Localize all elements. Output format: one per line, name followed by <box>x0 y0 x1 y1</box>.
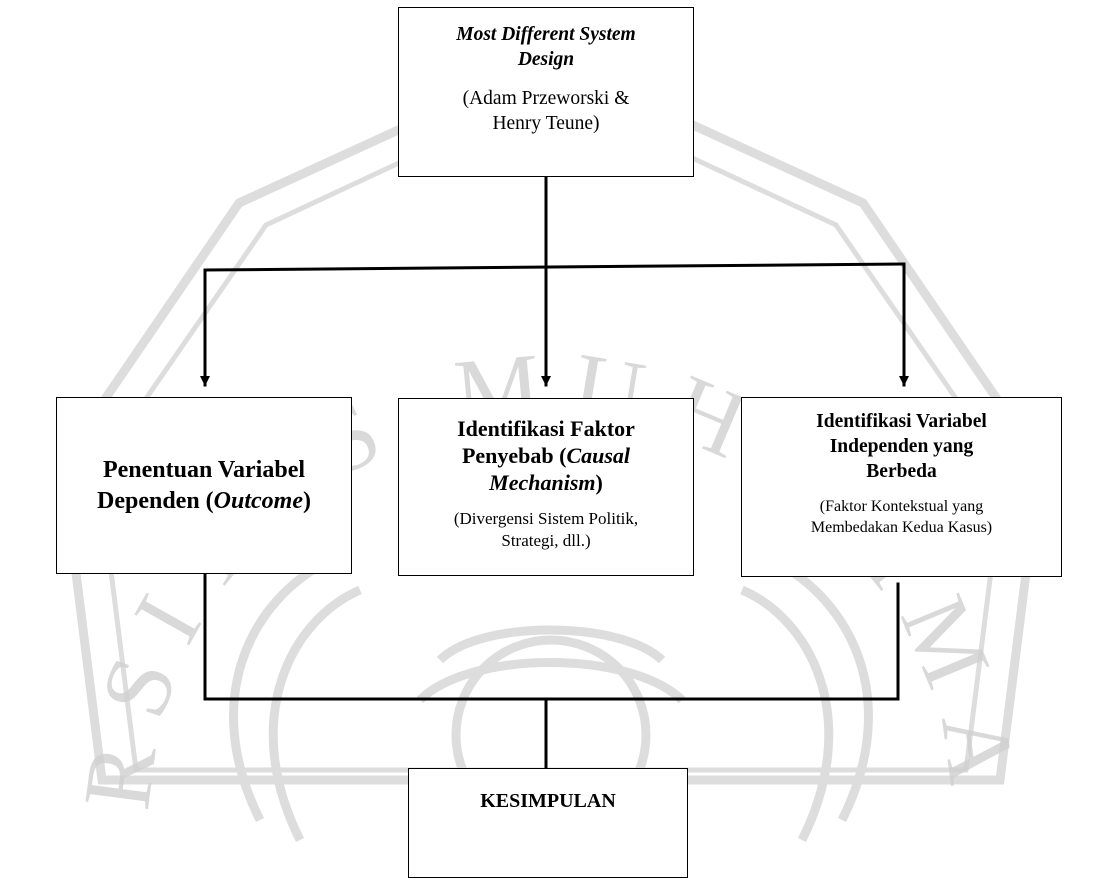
dependent-line2-prefix: Dependen ( <box>97 487 214 514</box>
independent-line1: Identifikasi Variabel <box>816 411 987 432</box>
method-authors-line2: Henry Teune) <box>492 113 600 134</box>
dependent-line1: Penentuan Variabel <box>102 456 306 483</box>
method-authors-line1: (Adam Przeworski & <box>462 88 630 109</box>
mechanism-term: Mechanism <box>489 470 596 495</box>
independent-note-line2: Membedakan Kedua Kasus) <box>810 519 993 536</box>
independent-line3: Berbeda <box>866 461 937 482</box>
causal-line1: Identifikasi Faktor <box>457 416 635 441</box>
method-title-line2: Design <box>517 49 575 70</box>
conclusion-label: KESIMPULAN <box>480 790 616 812</box>
conclusion-box: KESIMPULAN <box>408 768 688 878</box>
method-title-line1: Most Different System <box>456 24 636 45</box>
independent-line2: Independen yang <box>829 436 974 457</box>
causal-line3-suffix: ) <box>595 470 603 495</box>
independent-note-line1: (Faktor Kontekstual yang <box>819 498 984 515</box>
causal-note-line1: (Divergensi Sistem Politik, <box>453 509 639 528</box>
causal-term: Causal <box>566 443 631 468</box>
causal-note-line2: Strategi, dll.) <box>501 531 591 550</box>
branch-bar <box>203 262 906 272</box>
causal-line2-prefix: Penyebab ( <box>461 443 567 468</box>
dependent-line2-suffix: ) <box>303 487 311 514</box>
dependent-outcome-term: Outcome <box>213 487 303 514</box>
